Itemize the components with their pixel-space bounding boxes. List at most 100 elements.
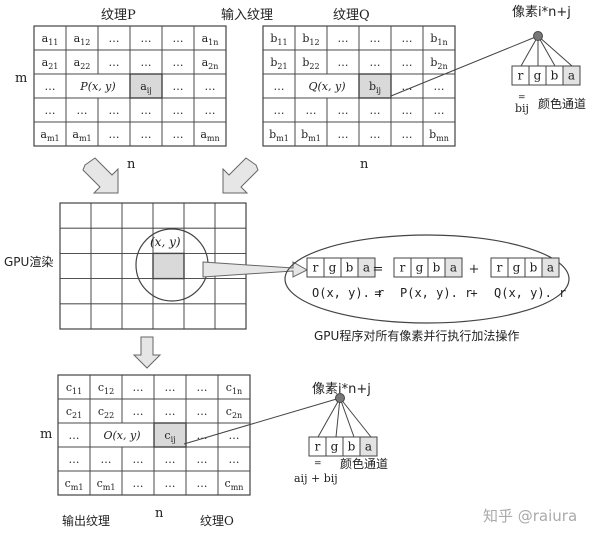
matrix-cell-label: …: [109, 128, 120, 141]
channel-box-a: [357, 257, 376, 278]
matrix-cell-label: …: [338, 56, 349, 69]
pixel-callout-line: [339, 397, 372, 438]
pixel-index-label: 像素i*n+j: [312, 382, 371, 397]
channel-label: b: [433, 261, 441, 275]
matrix-cell-label: b22: [302, 56, 319, 71]
arrow-down: [132, 336, 162, 369]
channel-label: b: [346, 261, 354, 275]
plus-sign: +: [469, 262, 480, 277]
matrix-cell-label: …: [229, 429, 240, 442]
matrix-cell-label: …: [101, 453, 112, 466]
matrix-cell-label: …: [69, 453, 80, 466]
matrix-cell-label: …: [173, 56, 184, 69]
matrix-cell-label: …: [109, 56, 120, 69]
channel-label: r: [313, 261, 319, 275]
matrix-cell-label: cm1: [97, 477, 116, 492]
input-texture-label: 输入纹理: [221, 7, 273, 23]
watermark: 知乎 @raiura: [483, 507, 577, 525]
highlighted-cell: [152, 252, 185, 280]
matrix-cell-label: b2n: [430, 56, 447, 71]
matrix-cell-label: b11: [270, 32, 287, 47]
pixel-dot: [533, 31, 543, 41]
matrix-cell-label: c1n: [226, 381, 242, 396]
equation-p: P(x, y). r: [400, 286, 472, 300]
matrix-cell-label: cij: [164, 429, 175, 444]
pixel-callout-line: [520, 35, 539, 67]
matrix-cell-label: …: [370, 104, 381, 117]
matrix-cell-label: …: [141, 104, 152, 117]
pixel-callout-line: [537, 35, 556, 67]
double-bar-mark: =: [314, 459, 322, 469]
matrix-cell-label: bm1: [301, 128, 321, 143]
matrix-cell-label: …: [141, 56, 152, 69]
matrix-cell-label: …: [197, 429, 208, 442]
output-texture-label: 输出纹理: [62, 513, 110, 528]
channel-label: g: [331, 440, 339, 454]
color-channel-label: 颜色通道: [340, 456, 388, 471]
channel-label: a: [568, 69, 575, 83]
matrix-cell-label: b1n: [430, 32, 447, 47]
matrix-cell-label: …: [338, 32, 349, 45]
matrix-cell-label: c21: [66, 405, 82, 420]
texture-q-label: 纹理Q: [333, 8, 370, 23]
channel-label: a: [365, 440, 372, 454]
matrix-cell-label: …: [165, 477, 176, 490]
matrix-cell-label: …: [370, 56, 381, 69]
double-bar-mark: =: [518, 93, 526, 103]
matrix-cell-label: a11: [42, 32, 59, 47]
matrix-cell-label: …: [370, 32, 381, 45]
matrix-cell-label: …: [133, 453, 144, 466]
matrix-cell-label: …: [109, 104, 120, 117]
channel-label: g: [513, 261, 521, 275]
channel-label: a: [363, 261, 370, 275]
pixel-callout-line: [339, 397, 355, 438]
channel-label: g: [416, 261, 424, 275]
matrix-cell-label: …: [306, 104, 317, 117]
matrix-cell-label: …: [370, 128, 381, 141]
texture-p-label: 纹理P: [101, 8, 136, 23]
matrix-cell-label: …: [173, 128, 184, 141]
gpu-caption: GPU程序对所有像素并行执行加法操作: [314, 328, 519, 343]
pixel-callout-line: [335, 397, 341, 438]
equation-q: Q(x, y). r: [494, 286, 566, 300]
dimension-n-label: n: [360, 157, 369, 172]
matrix-cell-label: b12: [302, 32, 319, 47]
matrix-cell-label: c22: [98, 405, 114, 420]
equation-ellipse: [284, 234, 570, 324]
matrix-cell-label: c11: [66, 381, 82, 396]
channel-label: r: [315, 440, 321, 454]
matrix-cell-label: cm1: [65, 477, 84, 492]
matrix-cell: [422, 121, 456, 147]
texture-o-label: 纹理O: [200, 514, 234, 528]
dimension-m-label: m: [40, 427, 52, 442]
matrix-cell-label: …: [165, 405, 176, 418]
matrix-cell-label: …: [205, 104, 216, 117]
matrix-cell-label: …: [274, 104, 285, 117]
pixel-callout-line: [183, 397, 341, 445]
matrix-cell-label: …: [165, 381, 176, 394]
matrix-cell-label: b21: [270, 56, 287, 71]
matrix-cell-label: …: [77, 104, 88, 117]
equation-output: O(x, y). r: [312, 286, 384, 300]
matrix-cell-label: amn: [200, 128, 219, 143]
arrow-down-right: [82, 157, 119, 194]
channel-box-a: [541, 257, 560, 278]
matrix-cell-label: …: [133, 405, 144, 418]
matrix-cell-label: …: [133, 477, 144, 490]
dimension-n-label: n: [155, 506, 164, 521]
matrix-cell: [193, 121, 227, 147]
matrix-cell-label: a21: [42, 56, 59, 71]
matrix-cell-label: …: [402, 128, 413, 141]
channel-label: a: [450, 261, 457, 275]
matrix-cell-label: aij: [140, 80, 152, 95]
matrix-cell-label: …: [173, 32, 184, 45]
matrix-cell-label: …: [338, 104, 349, 117]
matrix-cell-label: …: [274, 80, 285, 93]
